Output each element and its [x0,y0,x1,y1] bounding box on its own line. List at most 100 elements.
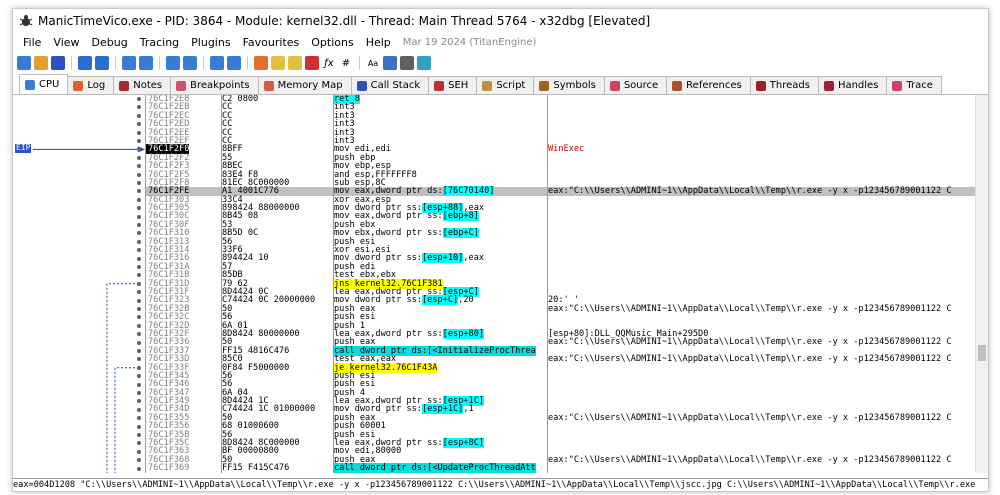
instruction-comment[interactable] [548,439,975,447]
instruction-bytes[interactable]: 50 [222,337,233,348]
instruction-bytes[interactable]: 53 [222,219,233,230]
instruction-disassembly[interactable]: push eax [334,304,547,313]
instruction-bytes[interactable]: 56 [222,312,233,323]
breakpoint-dot[interactable] [137,281,141,286]
instruction-comment[interactable]: eax:"C:\\Users\\ADMINI~1\\AppData\\Local… [548,186,952,197]
instruction-bytes[interactable]: CC [222,119,233,130]
instruction-comment[interactable] [548,422,975,430]
breakpoint-dot[interactable] [137,197,141,202]
trace-into-icon[interactable] [166,56,180,70]
instruction-address[interactable]: 76C1F2EB [148,102,190,113]
instruction-bytes[interactable]: 68 01000600 [222,421,279,432]
instruction-comment[interactable]: WinExec [548,144,585,155]
instruction-comment[interactable] [548,246,975,254]
instruction-address[interactable]: 76C1F363 [148,446,190,457]
instruction-disassembly[interactable]: int3 [334,120,547,129]
instruction-address[interactable]: 76C1F31A [148,261,190,272]
breakpoint-dot[interactable] [137,214,141,219]
instruction-bytes[interactable]: 57 [222,261,233,272]
instruction-disassembly[interactable]: int3 [334,128,547,137]
breakpoint-dot[interactable] [137,155,141,160]
instruction-disassembly[interactable]: push eax [334,338,547,347]
step-into-icon[interactable] [122,56,136,70]
breakpoint-dot[interactable] [137,130,141,135]
breakpoint-dot[interactable] [137,416,141,421]
menu-options[interactable]: Options [311,36,354,49]
patch-icon[interactable] [288,56,302,70]
instruction-disassembly[interactable]: mov ebx,dword ptr ss:[ebp+C] [334,228,547,239]
breakpoint-dot[interactable] [137,181,141,185]
instruction-bytes[interactable]: 33F6 [222,245,243,256]
instruction-comment[interactable] [548,372,975,380]
instruction-bytes[interactable]: 8D8424 8C000000 [222,438,300,449]
instruction-address[interactable]: 76C1F2F3 [148,161,190,172]
hash-icon[interactable]: # [339,56,353,70]
instruction-address[interactable]: 76C1F303 [148,194,190,205]
instruction-bytes[interactable]: BF 00000800 [222,446,279,457]
instruction-disassembly[interactable]: test eax,eax [334,355,547,364]
instruction-bytes[interactable]: 85C0 [222,354,243,365]
instruction-address[interactable]: 76C1F2F0 [146,144,190,155]
breakpoint-dot[interactable] [137,172,141,177]
instruction-address[interactable]: 76C1F32F [148,328,190,339]
instruction-bytes[interactable]: 0F84 F5000000 [222,362,290,373]
tab-memory-map[interactable]: Memory Map [257,76,352,94]
breakpoint-dot[interactable] [137,466,141,471]
instruction-address[interactable]: 76C1F2F5 [148,169,190,180]
breakpoint-dot[interactable] [137,105,141,110]
instruction-disassembly[interactable]: xor eax,esp [334,195,547,204]
menu-tracing[interactable]: Tracing [139,36,180,49]
instruction-address[interactable]: 76C1F336 [148,337,190,348]
instruction-comment[interactable]: eax:"C:\\Users\\ADMINI~1\\AppData\\Local… [548,412,952,423]
instruction-bytes[interactable]: FF15 F415C476 [222,463,290,473]
menu-plugins[interactable]: Plugins [191,36,231,49]
breakpoint-dot[interactable] [137,399,141,404]
instruction-comment[interactable] [548,171,975,179]
instruction-bytes[interactable]: 56 [222,236,233,247]
instruction-bytes[interactable]: 8B5D 0C [222,228,259,239]
instruction-disassembly[interactable]: push esi [334,237,547,246]
instruction-comment[interactable] [548,464,975,472]
breakpoint-dot[interactable] [137,231,141,236]
instruction-comment[interactable] [548,212,975,220]
instruction-address[interactable]: 76C1F35B [148,429,190,440]
instruction-disassembly[interactable]: jns kernel32.76C1F381 [334,278,547,289]
breakpoint-dot[interactable] [137,332,141,337]
breakpoint-dot[interactable] [137,307,141,311]
instruction-bytes[interactable]: A1 4001C776 [222,186,279,197]
instruction-comment[interactable] [548,95,975,103]
instruction-comment[interactable] [548,288,975,296]
instruction-address[interactable]: 76C1F2F8 [148,177,190,188]
instruction-comment[interactable]: 20:' ' [548,295,580,306]
instruction-bytes[interactable]: 8BEC [222,161,243,172]
instruction-address[interactable]: 76C1F2F2 [148,152,190,163]
instruction-address[interactable]: 76C1F33F [148,362,190,373]
open-icon[interactable] [17,56,31,70]
instruction-address[interactable]: 76C1F2EE [148,127,190,138]
instruction-disassembly[interactable]: sub esp,8C [334,179,547,188]
instruction-address[interactable]: 76C1F2FE [148,186,190,197]
instruction-disassembly[interactable]: mov eax,dword ptr ss:[ebp+8] [334,211,547,222]
tab-script[interactable]: Script [476,76,535,94]
breakpoint-dot[interactable] [137,407,141,412]
instruction-bytes[interactable]: 83E4 F8 [222,169,259,180]
instruction-bytes[interactable]: CC [222,135,233,146]
instruction-comment[interactable] [548,254,975,262]
instruction-bytes[interactable]: 56 [222,379,233,390]
instruction-bytes[interactable]: 8D8424 80000000 [222,328,300,339]
breakpoint-dot[interactable] [137,223,141,227]
instruction-bytes[interactable]: 56 [222,370,233,381]
instruction-comment[interactable] [548,380,975,388]
tab-call-stack[interactable]: Call Stack [350,76,430,94]
menu-view[interactable]: View [53,36,80,49]
breakpoint-dot[interactable] [137,315,141,320]
instruction-comment[interactable] [548,397,975,405]
breakpoint-dot[interactable] [137,458,141,463]
menu-favourites[interactable]: Favourites [242,36,300,49]
instruction-bytes[interactable]: CC [222,102,233,113]
instruction-disassembly[interactable]: mov edi,80000 [334,447,547,456]
instruction-disassembly[interactable]: call dword ptr ds:[<InitializeProcThrea [334,345,547,356]
breakpoint-dot[interactable] [137,323,141,328]
tab-source[interactable]: Source [603,76,668,94]
instruction-bytes[interactable]: 55 [222,152,233,163]
